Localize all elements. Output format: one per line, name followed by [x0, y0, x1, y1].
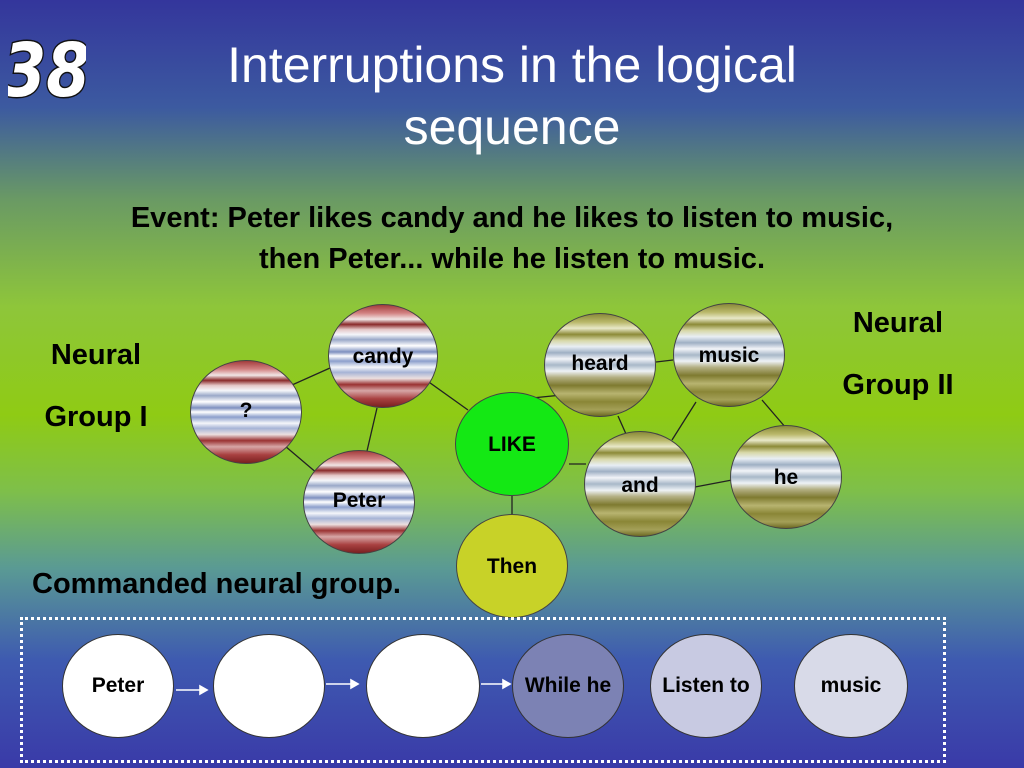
sequence-node-5: Listen to: [650, 634, 762, 738]
node-like-label: LIKE: [488, 433, 536, 456]
node-then-label: Then: [486, 555, 538, 578]
event-line-1: Event: Peter likes candy and he likes to…: [130, 202, 894, 234]
node-music: music: [673, 303, 785, 407]
link-music-he: [761, 399, 787, 429]
slide-title: Interruptions in the logical sequence: [150, 34, 874, 158]
node-heard-label: heard: [571, 352, 629, 375]
node-question-label: ?: [239, 399, 253, 422]
slide-number-text: 38: [8, 28, 86, 106]
node-and-label: and: [621, 474, 659, 497]
node-candy: candy: [328, 304, 438, 408]
node-peter: Peter: [303, 450, 415, 554]
arrow-3-4-head: [502, 678, 512, 690]
link-question-candy: [291, 367, 331, 386]
group-two-line-2: Group II: [842, 369, 954, 401]
node-he-label: he: [773, 466, 799, 489]
node-music-label: music: [698, 344, 760, 367]
link-heard-music: [655, 359, 674, 363]
sequence-node-6: music: [794, 634, 908, 738]
node-candy-label: candy: [352, 345, 414, 368]
node-like: LIKE: [455, 392, 569, 496]
commanded-group-box: [20, 617, 946, 763]
link-question-peter: [284, 445, 319, 475]
neural-group-two-label: Neural Group II: [826, 292, 970, 416]
link-and-he: [694, 479, 733, 488]
sequence-node-1: Peter: [62, 634, 174, 738]
node-then: Then: [456, 514, 568, 618]
link-candy-like: [425, 379, 469, 411]
group-one-line-2: Group I: [44, 401, 148, 433]
slide-number: 38: [8, 27, 86, 106]
link-heard-and: [617, 415, 627, 435]
sequence-node-3: [366, 634, 480, 738]
link-candy-peter: [366, 407, 378, 452]
node-and: and: [584, 431, 696, 537]
group-two-line-1: Neural: [852, 307, 944, 339]
title-line-1: Interruptions in the logical: [227, 37, 797, 93]
arrow-2-3-head: [350, 678, 360, 690]
event-line-2: then Peter... while he listen to music.: [258, 243, 765, 275]
title-line-2: sequence: [403, 99, 621, 155]
node-heard: heard: [544, 313, 656, 417]
node-he: he: [730, 425, 842, 529]
neural-group-one-label: Neural Group I: [26, 324, 166, 448]
event-description: Event: Peter likes candy and he likes to…: [40, 198, 984, 280]
node-peter-label: Peter: [332, 489, 386, 512]
group-one-line-1: Neural: [50, 339, 142, 371]
sequence-node-2: [213, 634, 325, 738]
node-question: ?: [190, 360, 302, 464]
sequence-node-4: While he: [512, 634, 624, 738]
link-music-and: [671, 401, 697, 441]
arrow-1-2-head: [199, 684, 209, 696]
commanded-group-label: Commanded neural group.: [32, 568, 401, 600]
